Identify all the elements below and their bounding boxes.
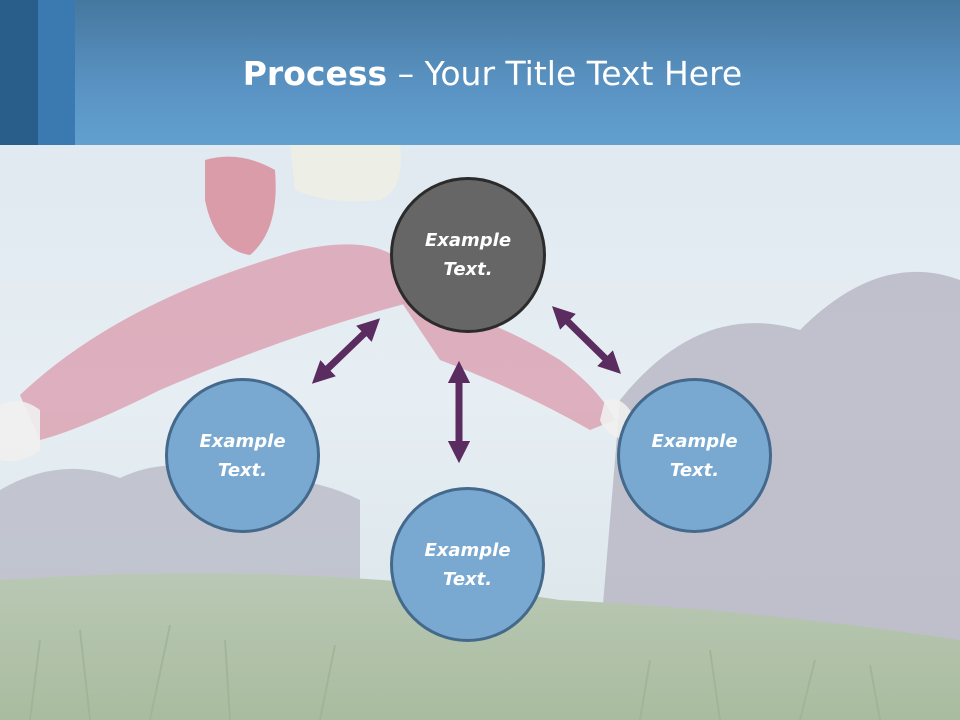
right-node[interactable]: Example Text. xyxy=(617,378,772,533)
bottom-node-label: Example Text. xyxy=(424,539,511,590)
bottom-node[interactable]: Example Text. xyxy=(390,487,545,642)
title-bold-part: Process xyxy=(242,54,388,93)
title-rest-part: – Your Title Text Here xyxy=(387,54,743,93)
header-accent-bar-dark xyxy=(0,0,38,145)
title-bar: Process – Your Title Text Here xyxy=(0,0,960,145)
center-node[interactable]: Example Text. xyxy=(390,177,546,333)
slide-title[interactable]: Process – Your Title Text Here xyxy=(0,52,960,96)
right-node-label: Example Text. xyxy=(651,430,738,481)
center-node-label: Example Text. xyxy=(424,230,512,280)
left-node-label: Example Text. xyxy=(199,430,286,481)
header-accent-bar-light xyxy=(38,0,75,145)
left-node[interactable]: Example Text. xyxy=(165,378,320,533)
